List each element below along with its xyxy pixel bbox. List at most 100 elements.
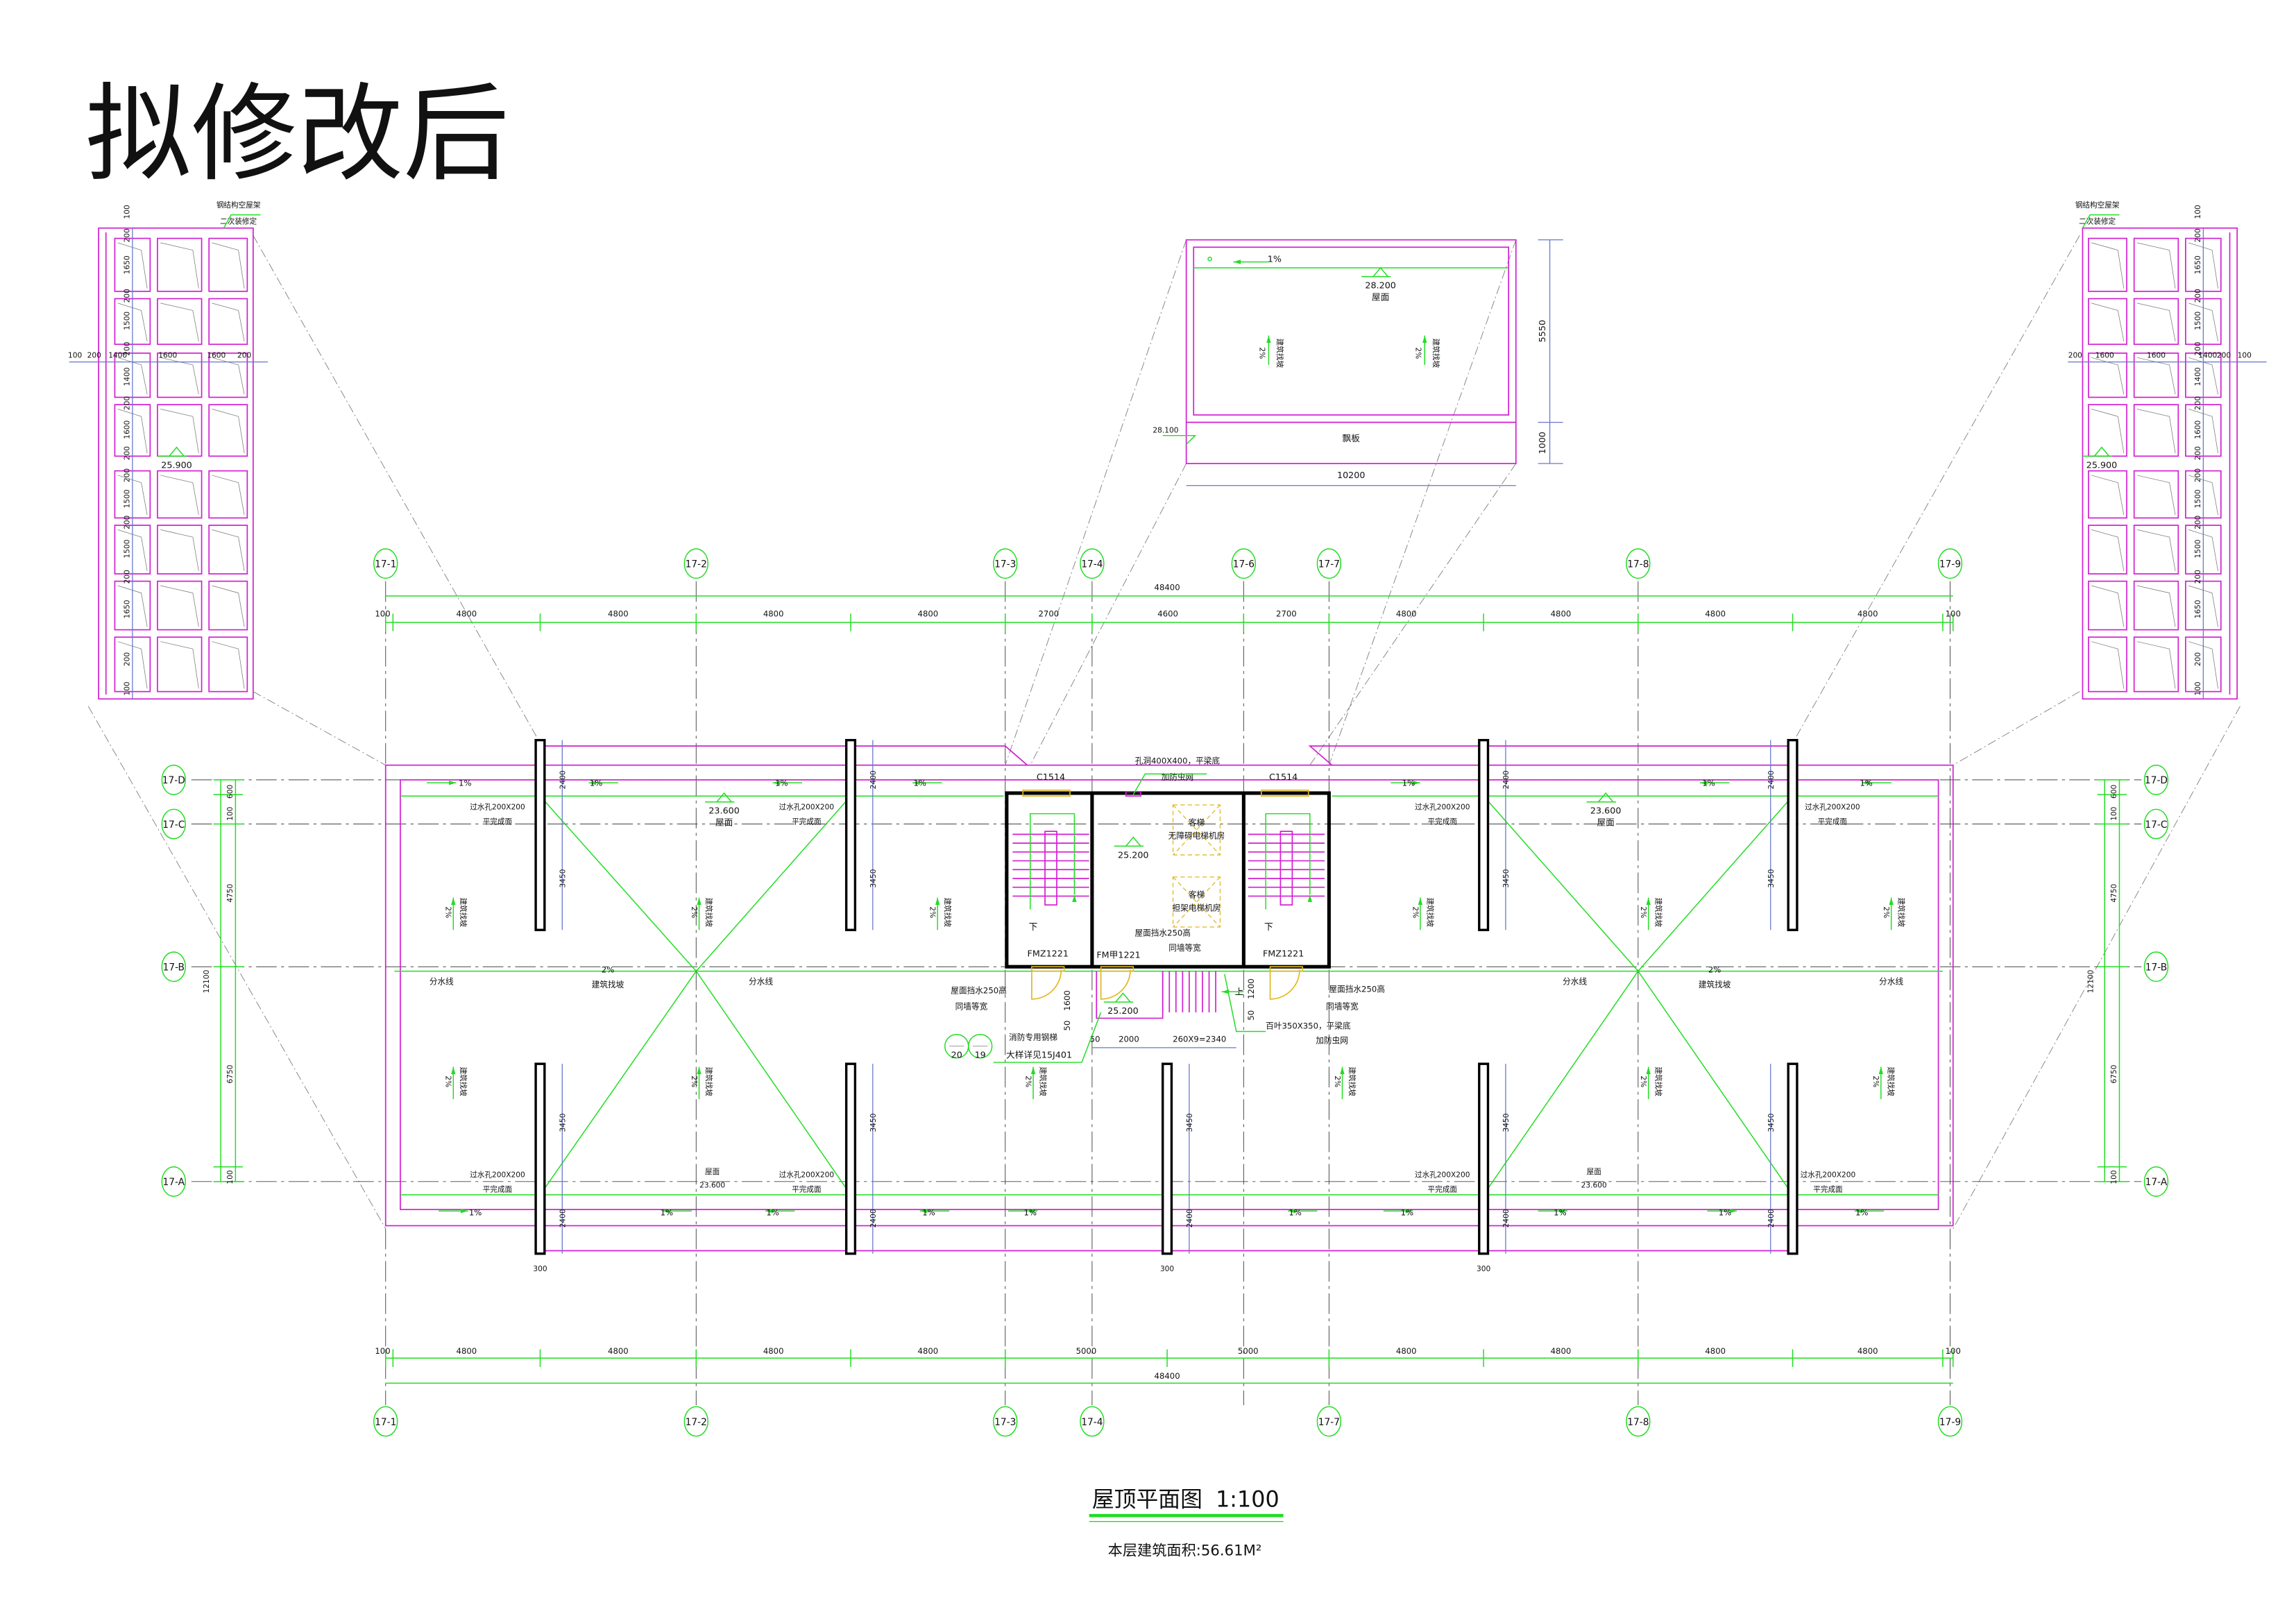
projection-guide-line [253,691,386,766]
panel-dimension: 200 [2194,396,2202,410]
axis-label: 17-6 [1233,559,1255,570]
drain-label: 过水孔200X200 [779,802,835,811]
panel-cell [208,580,248,631]
slope-label: 2% [690,1076,698,1087]
dimension-label: 50 [1246,1010,1256,1021]
axis-label: 17-A [2145,1177,2168,1188]
slope-arrow-icon [1878,1067,1884,1075]
louver-label: 加防虫网 [1316,1035,1348,1045]
panel-cell-sketch [160,242,199,289]
core-elevation: 25.200 [1118,849,1149,860]
dimension-label: 4800 [1396,609,1417,619]
elevation-triangle-icon [1162,434,1197,445]
panel-cell-sketch [117,641,148,689]
dimension-label: 100 [375,609,390,619]
dimension-label: 2400 [559,1209,568,1227]
panel-cell-sketch [2188,303,2218,342]
panel-cell [2088,470,2127,519]
detail-reference-circle [967,1034,993,1059]
parapet-fin [1787,1062,1798,1255]
panel-cell-sketch [160,641,199,689]
dimension-label: 100 [1946,609,1961,619]
slope-arrow-icon [1889,897,1894,906]
slope-label: 1% [1554,1208,1567,1218]
slope-arrow-icon [1560,1209,1568,1214]
slope-text: 建筑找坡 [1039,1067,1048,1096]
slope-label: 2% [1023,1076,1032,1087]
panel-cell-sketch [2136,242,2176,289]
axis-bubble [2143,764,2169,795]
panel-cell-sketch [2188,641,2218,689]
panel-cell-sketch [117,303,148,342]
dimension-label: 260X9=2340 [1173,1034,1226,1044]
slope-label: 1% [1702,778,1715,788]
dimension-label: 100 [226,806,235,820]
dimension-label: 2400 [1502,770,1511,789]
slope-label: 2% [1639,906,1647,918]
window-right [1260,789,1309,797]
axis-label: 17-2 [686,559,707,570]
projection-guide-line [253,235,541,744]
dimension-label: 6750 [226,1064,235,1083]
panel-dimension: 1500 [2194,312,2202,330]
upper-elevation: 28.200 [1365,280,1396,291]
dimension-label: 5550 [1537,320,1547,342]
dimension-label: 2400 [1186,1209,1194,1227]
panel-cell-sketch [117,409,148,454]
axis-bubble [161,951,187,983]
parapet-fin [844,1062,857,1255]
slope-label: 2% [1411,906,1419,918]
dimension-label: 4800 [608,609,629,619]
axis-bubble [2143,808,2169,840]
panel-dimension: 100 [68,351,82,359]
dimension-label: 2400 [1502,1209,1511,1227]
slope-arrow-icon [1221,989,1230,994]
axis-bubble [373,548,398,579]
drain-label: 平完成面 [1428,817,1457,826]
dimension-label: 3450 [1502,1113,1511,1132]
slope-arrow-icon [1030,1067,1036,1075]
slope-label: 1% [1401,1208,1414,1218]
axis-bubble [161,764,187,795]
panel-cell-sketch [117,357,148,395]
panel-cell-sketch [2091,641,2125,689]
panel-dimension: 200 [124,446,132,460]
elevation-triangle-icon [2093,446,2110,457]
canopy-label: 飘板 [1342,433,1360,443]
panel-dimension: 200 [2194,468,2202,482]
panel-cell [2088,298,2127,346]
dimension-label: 100 [226,1170,235,1184]
parapet-fin [1162,1062,1173,1255]
dimension-label: 4800 [608,1346,629,1356]
panel-cell-sketch [2091,242,2125,289]
slope-arrow-icon [1729,1209,1737,1214]
dimension-label: 3450 [1767,869,1776,887]
slope-label: 1% [775,778,788,788]
dimension-label: 2400 [1767,770,1776,789]
slope-label: 1% [590,778,603,788]
panel-cell-sketch [160,303,199,342]
panel-dimension: 200 [124,652,132,666]
ridge-label: 分水线 [749,977,773,987]
ridge-label: 分水线 [1879,977,1903,987]
parapet-upper-right [1308,745,1793,766]
door-label: FMZ1221 [1028,948,1069,958]
elevator-cross [1173,804,1221,856]
dimension-label: 5000 [1238,1346,1259,1356]
slope-text: 建筑找坡 [704,1067,713,1096]
elevator-cross [1173,876,1221,928]
dimension-label: 2400 [559,770,568,789]
panel-note: 钢结构空屋架 [216,201,261,210]
drain-label: 过水孔200X200 [1805,802,1860,811]
dimension-label: 3450 [559,1113,568,1132]
dimension-label: 4800 [918,1346,939,1356]
leader [993,1012,1102,1063]
projection-guide-line [1030,463,1187,765]
parapet-fin [1787,738,1798,931]
drain-label: 平完成面 [1428,1185,1457,1194]
leader [1132,773,1207,795]
axis-label: 17-3 [994,1417,1016,1428]
slope-arrow-icon [1233,260,1241,264]
slope-text: 建筑找坡 [1653,898,1663,928]
window-left [1022,789,1071,797]
